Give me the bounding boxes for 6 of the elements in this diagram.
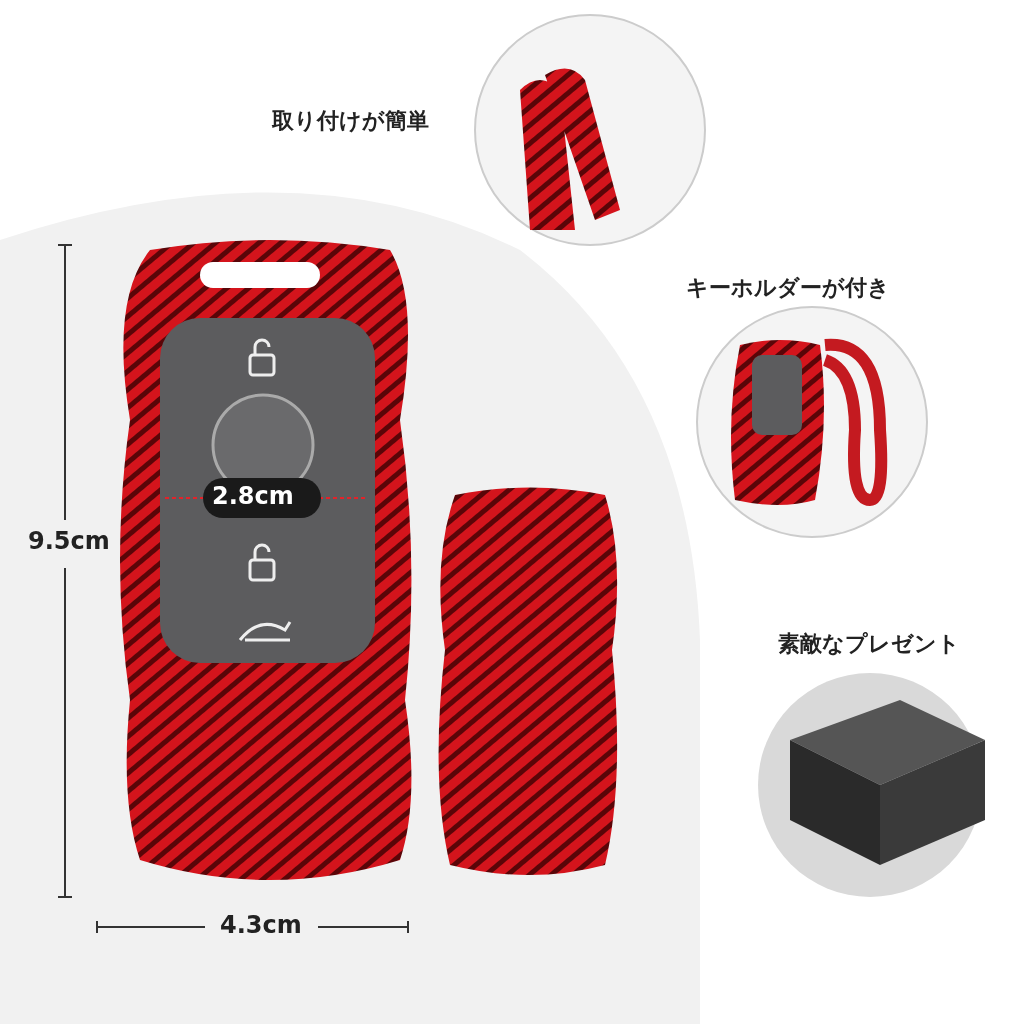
feature-heading: 素敵なプレゼント xyxy=(778,630,960,658)
feature-heading: 取り付けが簡単 xyxy=(272,107,429,135)
dimension-label: 9.5cm xyxy=(28,527,110,555)
dimension-label: 2.8cm xyxy=(212,482,294,510)
feature-heading: キーホルダーが付き xyxy=(686,274,890,302)
dimension-label: 4.3cm xyxy=(220,911,302,939)
